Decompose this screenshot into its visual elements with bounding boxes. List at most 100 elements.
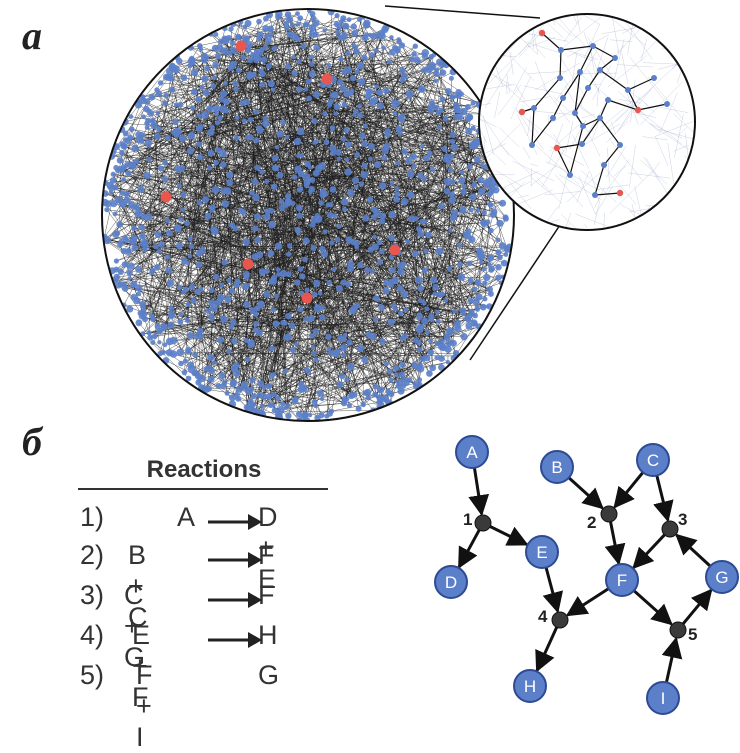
species-node-label: G bbox=[715, 568, 728, 587]
zoomed-node bbox=[590, 43, 596, 49]
zoomed-node bbox=[597, 67, 603, 73]
reaction-node-4 bbox=[551, 611, 569, 629]
highlighted-node bbox=[235, 40, 247, 52]
reaction-number: 5) bbox=[80, 660, 105, 690]
zoomed-node bbox=[580, 123, 586, 129]
reaction-arrow-icon bbox=[208, 632, 262, 648]
zoomed-node bbox=[558, 47, 564, 53]
reaction-arrow-icon bbox=[208, 592, 262, 608]
species-node-B bbox=[540, 450, 574, 484]
graph-edge-F-r4 bbox=[565, 587, 610, 617]
graph-edge-r5-G bbox=[681, 588, 713, 625]
reaction-node-label: 2 bbox=[587, 513, 596, 532]
graph-edge-I-r5 bbox=[661, 636, 683, 683]
zoomed-node bbox=[529, 142, 535, 148]
large-network-border bbox=[101, 8, 515, 422]
graph-edge-r3-F bbox=[632, 533, 666, 570]
reaction-products: D + E bbox=[258, 502, 278, 594]
species-node-C bbox=[636, 443, 670, 477]
species-node-I bbox=[646, 681, 680, 715]
reactions-rule bbox=[78, 488, 328, 490]
species-node-G bbox=[705, 560, 739, 594]
zoomed-node bbox=[531, 105, 537, 111]
panel-a-label: a bbox=[22, 13, 42, 58]
zoomed-edges bbox=[521, 32, 668, 196]
reaction-products: F bbox=[258, 540, 275, 570]
zoomed-node bbox=[634, 106, 642, 114]
reaction-node-label: 1 bbox=[463, 510, 472, 529]
zoom-circle-bg bbox=[479, 14, 695, 230]
species-node-label: C bbox=[647, 451, 659, 470]
graph-edge-F-r5 bbox=[632, 589, 673, 626]
species-node-label: H bbox=[524, 677, 536, 696]
zoom-connector-bottom bbox=[469, 224, 561, 361]
reactions-title: Reactions bbox=[146, 456, 262, 483]
graph-edge-C-r3 bbox=[653, 475, 674, 523]
graph-edge-r1-D bbox=[457, 529, 481, 569]
zoomed-node bbox=[585, 85, 591, 91]
reaction-products: G bbox=[258, 660, 280, 690]
zoomed-node bbox=[518, 108, 526, 116]
species-node-D bbox=[434, 565, 468, 599]
highlighted-node bbox=[301, 292, 313, 304]
species-node-label: D bbox=[445, 573, 457, 592]
reaction-products: F bbox=[258, 580, 275, 610]
reaction-arrow-icon bbox=[208, 514, 262, 530]
zoomed-node bbox=[616, 189, 624, 197]
reaction-reactants: B + C bbox=[128, 540, 148, 632]
reaction-products: H bbox=[258, 620, 278, 650]
species-node-E bbox=[525, 535, 559, 569]
highlighted-node bbox=[321, 73, 333, 85]
panel-b-label: б bbox=[22, 419, 42, 464]
reaction-reactants: C + G bbox=[124, 580, 146, 672]
reaction-node-1 bbox=[474, 514, 492, 532]
zoomed-node bbox=[617, 142, 623, 148]
zoomed-node bbox=[550, 115, 556, 121]
zoomed-node bbox=[601, 162, 607, 168]
reaction-number: 2) bbox=[80, 540, 105, 570]
reaction-node-label: 5 bbox=[688, 625, 697, 644]
zoomed-node bbox=[592, 192, 598, 198]
zoomed-node bbox=[664, 101, 670, 107]
graph-edge-r1-E bbox=[489, 525, 529, 546]
reaction-reactants: E + F bbox=[132, 620, 151, 712]
zoom-circle-border bbox=[478, 13, 696, 231]
graph-edge-r2-F bbox=[604, 521, 626, 566]
zoomed-node bbox=[597, 115, 603, 121]
reaction-number: 3) bbox=[80, 580, 105, 610]
zoomed-node bbox=[560, 95, 566, 101]
highlighted-node bbox=[389, 244, 401, 256]
reaction-node-label: 4 bbox=[538, 607, 548, 626]
reaction-node-2 bbox=[600, 505, 618, 523]
zoomed-node bbox=[557, 75, 563, 81]
reaction-number: 4) bbox=[80, 620, 105, 650]
zoomed-node bbox=[612, 55, 618, 61]
species-node-H bbox=[513, 669, 547, 703]
zoomed-node bbox=[579, 141, 585, 147]
zoomed-node bbox=[553, 144, 561, 152]
graph-edge-C-r2 bbox=[613, 471, 645, 509]
reaction-number: 1) bbox=[80, 502, 105, 532]
species-node-label: B bbox=[551, 458, 562, 477]
graph-edge-G-r3 bbox=[675, 533, 712, 568]
zoom-connector-top bbox=[384, 5, 541, 19]
reaction-node-3 bbox=[661, 520, 679, 538]
species-node-F bbox=[605, 563, 639, 597]
zoomed-node bbox=[538, 29, 546, 37]
graph-edge-E-r4 bbox=[542, 567, 564, 614]
highlighted-node bbox=[160, 191, 172, 203]
species-node-A bbox=[455, 435, 489, 469]
zoomed-node bbox=[625, 87, 631, 93]
graph-edge-r4-H bbox=[535, 626, 559, 673]
reaction-node-label: 3 bbox=[678, 510, 687, 529]
species-node-label: F bbox=[617, 571, 627, 590]
species-node-label: I bbox=[661, 689, 666, 708]
zoomed-node bbox=[572, 110, 578, 116]
zoomed-node bbox=[605, 97, 611, 103]
zoomed-node bbox=[567, 172, 573, 178]
reaction-reactants: F + I bbox=[136, 660, 153, 752]
species-node-label: E bbox=[536, 543, 547, 562]
zoomed-node bbox=[651, 75, 657, 81]
